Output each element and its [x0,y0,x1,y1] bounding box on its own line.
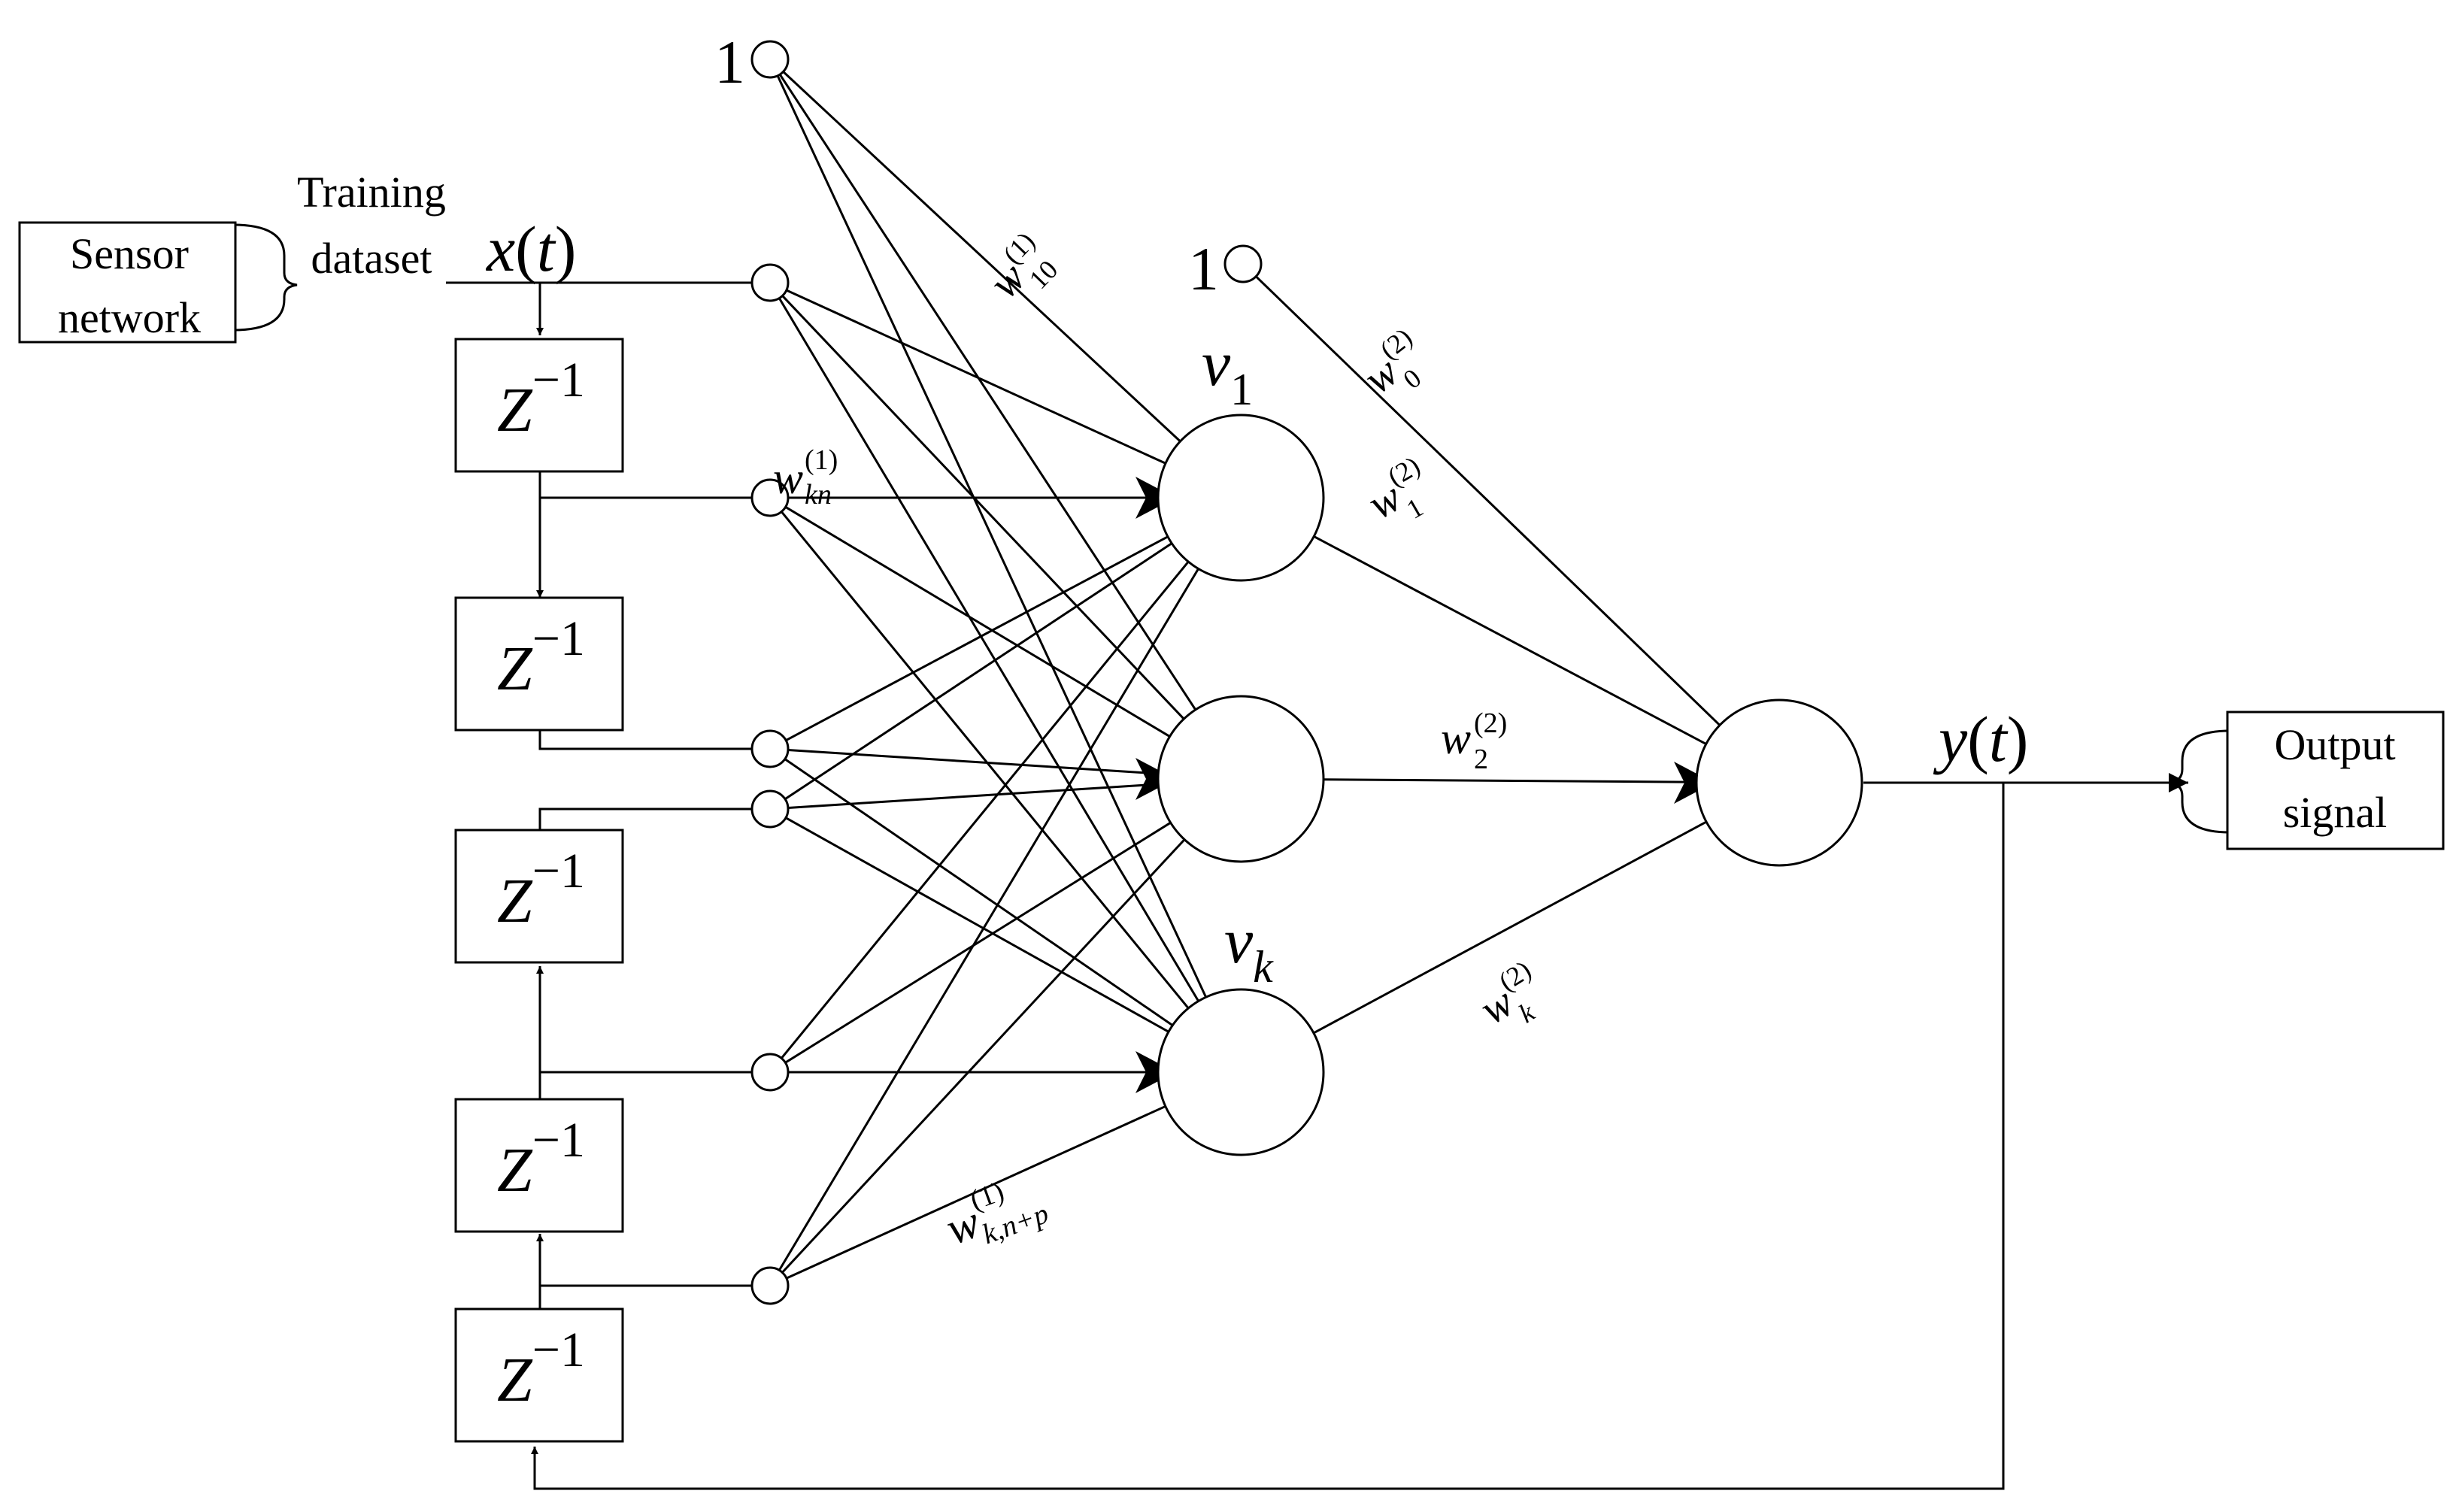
arrowhead-output [1674,762,1699,804]
connection-input-1-to-hidden-2 [781,295,1185,720]
delay-label: Z−1 [497,1113,585,1205]
input-bias-label: 1 [714,28,745,96]
output-neuron [1695,698,1863,867]
weight-w0-label: w (2) 0 [1354,322,1427,403]
delay-block-5: Z−1 [454,1307,624,1443]
delay-1-to-input-2-line [538,471,752,499]
hidden-neuron-1-label: v1 [1202,327,1253,414]
connection-input-6-to-hidden-2 [781,838,1186,1274]
weight-w2-label: w (2) 2 [1441,708,1507,775]
svg-text:w: w [1441,714,1471,763]
input-node-2 [750,478,790,517]
connection-input-1-to-hidden-1 [786,289,1166,465]
svg-text:(2): (2) [1474,708,1507,739]
weight-w1-label: w (2) 1 [1360,450,1428,529]
connection-input-2-to-hidden-3 [781,511,1190,1009]
delay-blocks: Z−1Z−1Z−1Z−1Z−1 [454,338,624,1443]
sensor-line-2: network [58,293,201,342]
network-nodes [750,40,1863,1305]
output-bracket [2169,729,2230,834]
output-box-line-2: signal [2283,788,2388,837]
hidden-neuron-k [1157,988,1325,1156]
input-node-6 [750,1266,790,1305]
connection-input-1-to-hidden-3 [778,297,1199,1002]
delay-block-1: Z−1 [454,338,624,473]
sensor-network-box: Sensor network [18,221,237,344]
delay-block-2: Z−1 [454,596,624,732]
input-node-4 [750,789,790,829]
delay-block-3: Z−1 [454,829,624,964]
connection-input-4-to-hidden-3 [785,817,1169,1033]
hidden-bias-label: 1 [1188,235,1219,303]
connection-input-4-to-hidden-2 [787,783,1159,809]
svg-text:w: w [773,453,803,503]
connection-input-4-to-hidden-1 [784,542,1173,801]
training-bracket [232,223,298,332]
training-label-line-2: dataset [311,234,432,283]
svg-text:kn: kn [805,479,832,511]
connection-input-5-to-hidden-1 [781,561,1190,1059]
hidden-neuron-1 [1157,414,1325,582]
arrowhead-hidden-1 [1136,477,1161,519]
input-signal-label: x(t) [485,213,576,285]
svg-text:2: 2 [1474,744,1488,775]
input-node-5 [750,1053,790,1092]
weight-w10-label: w (1) 10 [980,226,1064,308]
delay-4-to-input-5-line [538,1071,752,1099]
connection-lines [776,71,1721,1280]
delay-block-4: Z−1 [454,1098,624,1233]
sensor-line-1: Sensor [70,229,189,278]
weight-wk-label: w (2) k [1471,955,1540,1034]
input-bias-node [750,40,790,79]
delay-label: Z−1 [497,844,585,936]
connection-input-2-to-hidden-2 [784,506,1171,738]
delay-label: Z−1 [497,1323,585,1415]
weight-wknp-label: w (1) k,n+p [940,1176,1053,1256]
delay-line-wiring [232,223,2230,1490]
delay-5-to-input-6-line [538,1284,752,1309]
output-box-line-1: Output [2274,720,2395,769]
output-signal-box: Output signal [2226,711,2445,850]
connection-hidden-2-to-output [1323,778,1697,783]
weight-wkn-label: w (1) kn [773,444,838,511]
output-signal-label: y(t) [1933,703,2028,775]
connection-input-3-to-hidden-1 [785,535,1169,742]
connection-input-0-to-hidden-3 [776,75,1208,998]
connection-hidden-1-to-output [1313,535,1707,745]
hidden-bias-node [1223,244,1263,283]
connection-input-6-to-hidden-1 [778,568,1199,1271]
connection-input-3-to-hidden-2 [787,749,1159,775]
connection-input-5-to-hidden-2 [784,821,1172,1064]
connection-input-6-to-hidden-3 [786,1105,1166,1280]
feedback-line [531,783,2005,1490]
input-node-1 [750,263,790,302]
delay-label: Z−1 [497,611,585,704]
connection-hidden-bias-to-output [1255,275,1721,726]
connection-hidden-3-to-output [1313,820,1707,1035]
arrowhead-hidden-3 [1136,1051,1161,1093]
input-node-3 [750,729,790,768]
hidden-neuron-2 [1157,695,1325,863]
connection-input-0-to-hidden-1 [782,71,1181,443]
arrowhead-hidden-2 [1136,758,1161,800]
svg-text:(1): (1) [805,444,838,476]
delay-2-to-input-3-line [538,730,752,750]
hidden-neuron-k-label: vk [1224,904,1274,992]
delay-label: Z−1 [497,353,585,445]
connection-input-0-to-hidden-2 [778,74,1197,711]
training-label-line-1: Training [297,168,446,217]
delay-3-to-input-4-line [538,808,752,830]
